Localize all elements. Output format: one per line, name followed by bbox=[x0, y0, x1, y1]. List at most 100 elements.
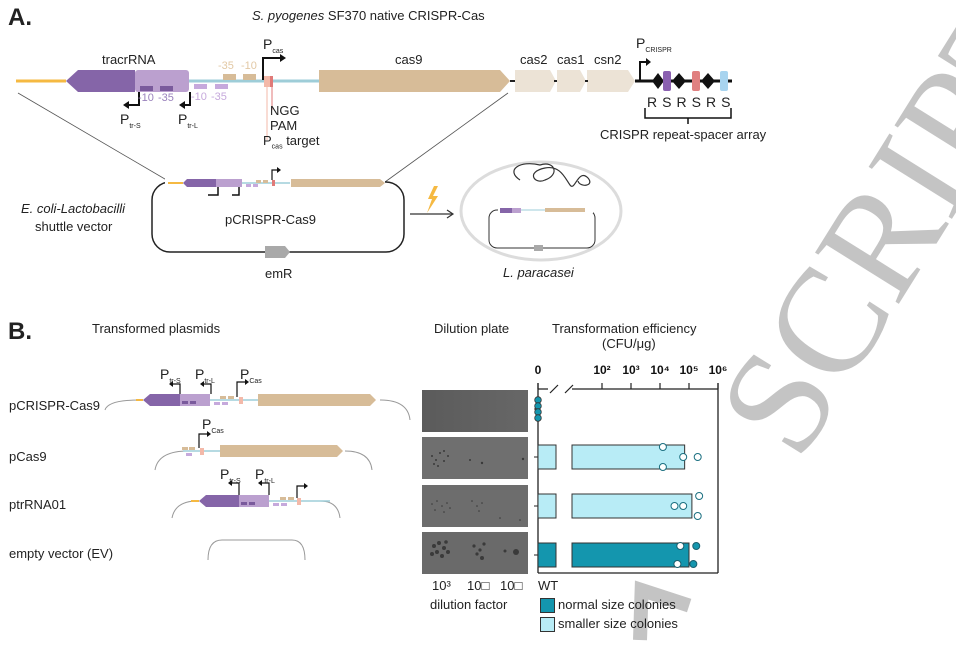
zoom-line-left bbox=[17, 92, 171, 183]
vector-label-line1: E. coli-Lactobacilli bbox=[21, 201, 126, 216]
data-point bbox=[658, 463, 667, 471]
dilution-tick-2: 10□ bbox=[467, 578, 490, 593]
x-tick-label: 10⁴ bbox=[650, 363, 669, 377]
pcas-label: Pcas bbox=[263, 36, 284, 55]
array-letters: RSRSRS bbox=[647, 94, 736, 110]
tracr-minus10-label: -10 bbox=[138, 92, 154, 104]
pcas-target-label: Pcas target bbox=[263, 133, 320, 151]
axis-break-gap bbox=[548, 385, 572, 393]
dilution-axis-label: dilution factor bbox=[430, 597, 508, 612]
watermark-fragment bbox=[633, 580, 692, 641]
chart-subtitle: (CFU/μg) bbox=[602, 336, 656, 351]
panel-a-title: S. pyogenes SF370 native CRISPR-Cas bbox=[252, 8, 485, 23]
pcrispr-arrow-head bbox=[646, 58, 651, 66]
b-pcas-label-2: PCas bbox=[202, 416, 224, 435]
pcrispr-label: PCRISPR bbox=[636, 35, 672, 54]
host-label: L. paracasei bbox=[503, 265, 574, 280]
data-point bbox=[693, 512, 702, 520]
bar-break-gap bbox=[557, 542, 571, 568]
zoom-line-right bbox=[384, 92, 509, 183]
tracrRNA-label: tracrRNA bbox=[102, 52, 156, 67]
bar-segment-left bbox=[537, 542, 557, 568]
dilution-tick-1: 10³ bbox=[432, 578, 451, 593]
b-ptr-s-label-3: Ptr-S bbox=[220, 466, 241, 485]
plate-heading: Dilution plate bbox=[434, 321, 510, 336]
ptr-s-arrow-head bbox=[123, 101, 129, 109]
ptr-l-label: Ptr-L bbox=[178, 111, 198, 130]
pcas-promoter-arrow bbox=[262, 57, 283, 80]
map-pcrispr-cas9 bbox=[104, 379, 411, 421]
tan-minus35-label: -35 bbox=[218, 60, 234, 72]
legend-label-normal: normal size colonies bbox=[558, 597, 676, 612]
ptr-l-arrow-head bbox=[179, 101, 185, 109]
bar-break-gap bbox=[557, 444, 571, 470]
csn2-gene bbox=[587, 70, 635, 92]
spacer-1 bbox=[663, 71, 671, 91]
pam-box bbox=[270, 76, 273, 87]
data-point bbox=[676, 542, 685, 550]
pam-label: PAM bbox=[270, 118, 298, 133]
panel-a-title-species: S. pyogenes bbox=[252, 8, 325, 23]
panel-a-diagram bbox=[16, 54, 732, 262]
ngg-label: NGG bbox=[270, 103, 300, 118]
tracrRNA-gene-dark bbox=[66, 70, 135, 92]
cas2-gene bbox=[515, 70, 556, 92]
cas1-gene bbox=[557, 70, 586, 92]
plate-wt bbox=[422, 532, 528, 574]
crispr-array-label: CRISPR repeat-spacer array bbox=[600, 127, 767, 142]
tracr-minus35-label: -35 bbox=[158, 92, 174, 104]
plasmid-name-ev: empty vector (EV) bbox=[9, 546, 114, 561]
lilac-minus10-box bbox=[194, 84, 207, 89]
plasmid-name-pcrispr-cas9: pCRISPR-Cas9 bbox=[9, 398, 101, 413]
b-ptr-l-label-1: Ptr-L bbox=[195, 366, 215, 385]
tracr-minus35-box bbox=[160, 86, 173, 91]
data-point bbox=[670, 502, 679, 510]
x-tick-label: 10³ bbox=[622, 363, 639, 377]
emR-label: emR bbox=[265, 266, 293, 281]
legend-swatch-smaller bbox=[540, 617, 555, 632]
data-point bbox=[693, 453, 702, 461]
array-bracket bbox=[644, 108, 732, 124]
x-tick-label: 10² bbox=[593, 363, 610, 377]
ptr-s-label: Ptr-S bbox=[120, 111, 141, 130]
panel-a-letter: A. bbox=[8, 4, 32, 31]
pcrispr-promoter-arrow bbox=[639, 61, 648, 81]
data-point bbox=[692, 542, 701, 550]
mini-tracr-dark bbox=[183, 179, 216, 187]
b-ptr-l-label-3: Ptr-L bbox=[255, 466, 275, 485]
ptr-s-promoter-arrow bbox=[126, 92, 140, 106]
data-point bbox=[689, 560, 698, 568]
data-point bbox=[679, 502, 688, 510]
bar-segment-right bbox=[571, 444, 686, 470]
tan-minus10-label: -10 bbox=[241, 60, 257, 72]
plasmid-name: pCRISPR-Cas9 bbox=[225, 212, 317, 227]
legend-label-smaller: smaller size colonies bbox=[558, 616, 678, 631]
map-ptrrna01 bbox=[171, 480, 341, 519]
host-cell bbox=[459, 160, 623, 262]
electroporation-icon bbox=[427, 186, 438, 213]
data-point bbox=[679, 453, 688, 461]
plate-ptrrna01 bbox=[422, 485, 528, 527]
colonies bbox=[430, 450, 525, 560]
cas1-label: cas1 bbox=[557, 52, 585, 67]
lilac-minus35-label: -35 bbox=[211, 91, 227, 103]
tan-minus10-box bbox=[243, 74, 256, 80]
x-tick-label: 0 bbox=[535, 363, 542, 377]
data-point bbox=[658, 443, 667, 451]
map-pcas9 bbox=[154, 431, 373, 471]
x-tick-label: 10⁵ bbox=[680, 363, 699, 377]
chart-title: Transformation efficiency bbox=[552, 321, 697, 336]
axis-break-mark-1 bbox=[549, 384, 559, 394]
repeat-1 bbox=[652, 73, 664, 89]
x-tick-label: 10⁶ bbox=[709, 363, 728, 377]
cas2-label: cas2 bbox=[520, 52, 548, 67]
plasmid-maps bbox=[104, 379, 411, 561]
plasmids-heading: Transformed plasmids bbox=[92, 321, 221, 336]
emR-gene bbox=[265, 246, 290, 258]
csn2-label: csn2 bbox=[594, 52, 622, 67]
legend-swatch-normal bbox=[540, 598, 555, 613]
mini-cas9 bbox=[291, 179, 385, 187]
plate-pcrispr-cas9 bbox=[422, 390, 528, 432]
b-ptr-s-label-1: Ptr-S bbox=[160, 366, 181, 385]
